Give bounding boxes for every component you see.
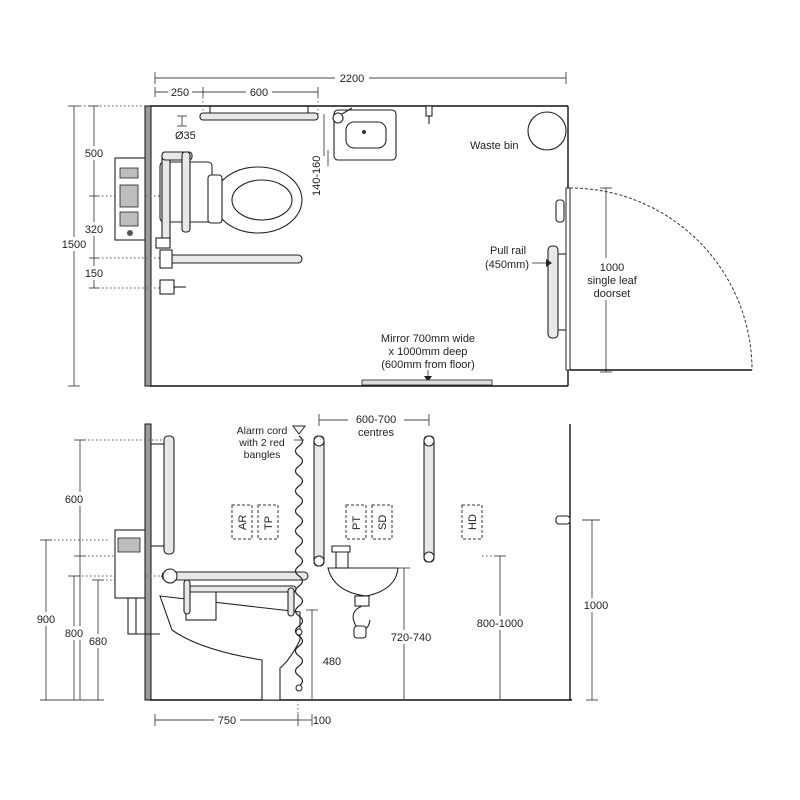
mirror-label-3: (600mm from floor): [381, 359, 475, 371]
alarm-label-3: bangles: [244, 449, 281, 461]
elev-wall-left: [144, 423, 152, 701]
elev-basin-rail-left: [313, 435, 325, 567]
dim-label-1500: 1500: [62, 239, 86, 251]
door-swing-arc: [569, 187, 753, 371]
accessory-tag-sd: SD: [377, 515, 389, 530]
dim-label-100: 100: [313, 715, 331, 727]
dim-label-750: 750: [218, 715, 236, 727]
door-label-3: doorset: [594, 288, 631, 300]
door-label-1: 1000: [600, 262, 624, 274]
back-wall-grab-rail: [199, 112, 319, 121]
dim-label-500: 500: [85, 148, 103, 160]
dim-label-900: 900: [37, 614, 55, 626]
accessory-tag-hd: HD: [467, 514, 479, 530]
elev-hinged-rail: [161, 571, 309, 581]
dim-label-800: 800: [65, 628, 83, 640]
elevation-view: 600 900 800 680: [34, 413, 610, 727]
mirror-label-1: Mirror 700mm wide: [381, 333, 475, 345]
dim-label-680: 680: [89, 636, 107, 648]
alarm-bangle: [295, 684, 303, 692]
plan-side-rail: [167, 254, 303, 264]
plan-view: 2200 250 600 Ø35 1500: [62, 71, 753, 387]
dim-label-600-elev: 600: [65, 494, 83, 506]
dim-label-600: 600: [250, 87, 268, 99]
alarm-label-2: with 2 red: [238, 437, 285, 449]
alarm-label-1: Alarm cord: [237, 425, 288, 437]
dim-label-320: 320: [85, 224, 103, 236]
accessory-tag-tp: TP: [263, 516, 275, 530]
centres-label-1: 600-700: [356, 414, 396, 426]
alarm-cord: [294, 435, 304, 687]
plan-hinged-rail: [161, 151, 171, 249]
pull-rail-label-2: (450mm): [485, 259, 529, 271]
dim-label-140-160: 140-160: [311, 156, 323, 196]
door-label-2: single leaf: [587, 275, 637, 287]
dim-label-1000-handle: 1000: [584, 600, 608, 612]
plan-wall-left: [144, 105, 152, 387]
mirror-plan: [361, 379, 493, 386]
door-handle-icon: [555, 515, 571, 525]
dim-label-pipe: Ø35: [175, 130, 196, 142]
accessory-tag-pt: PT: [351, 516, 363, 530]
elev-toilet: [159, 595, 301, 701]
dim-label-250: 250: [171, 87, 189, 99]
alarm-pull-icon: [292, 425, 306, 435]
plan-toilet-bowl: [231, 179, 293, 221]
pull-rail: [547, 245, 559, 339]
accessory-box-ar: [231, 504, 253, 540]
alarm-bangle: [295, 628, 303, 636]
mirror-label-2: x 1000mm deep: [389, 346, 468, 358]
elev-basin-rail-right: [423, 435, 435, 563]
dim-label-2200: 2200: [340, 73, 364, 85]
accessory-box-sd: [371, 504, 393, 540]
centres-label-2: centres: [358, 427, 395, 439]
accessory-tag-ar: AR: [237, 515, 249, 530]
waste-bin-icon: [527, 111, 567, 151]
elev-basin: [327, 567, 399, 597]
accessory-box-hd: [461, 504, 483, 540]
waste-bin-label: Waste bin: [470, 140, 519, 152]
accessory-box-tp: [257, 504, 279, 540]
dim-label-720-740: 720-740: [391, 632, 431, 644]
accessory-box-pt: [345, 504, 367, 540]
dim-label-150: 150: [85, 268, 103, 280]
dim-label-800-1000: 800-1000: [477, 618, 524, 630]
elev-vertical-rail: [163, 435, 175, 555]
pull-rail-label-1: Pull rail: [490, 245, 526, 257]
door-jamb: [565, 187, 571, 371]
accessory-tags: AR TP PT SD HD: [231, 504, 483, 540]
dim-label-480: 480: [323, 656, 341, 668]
